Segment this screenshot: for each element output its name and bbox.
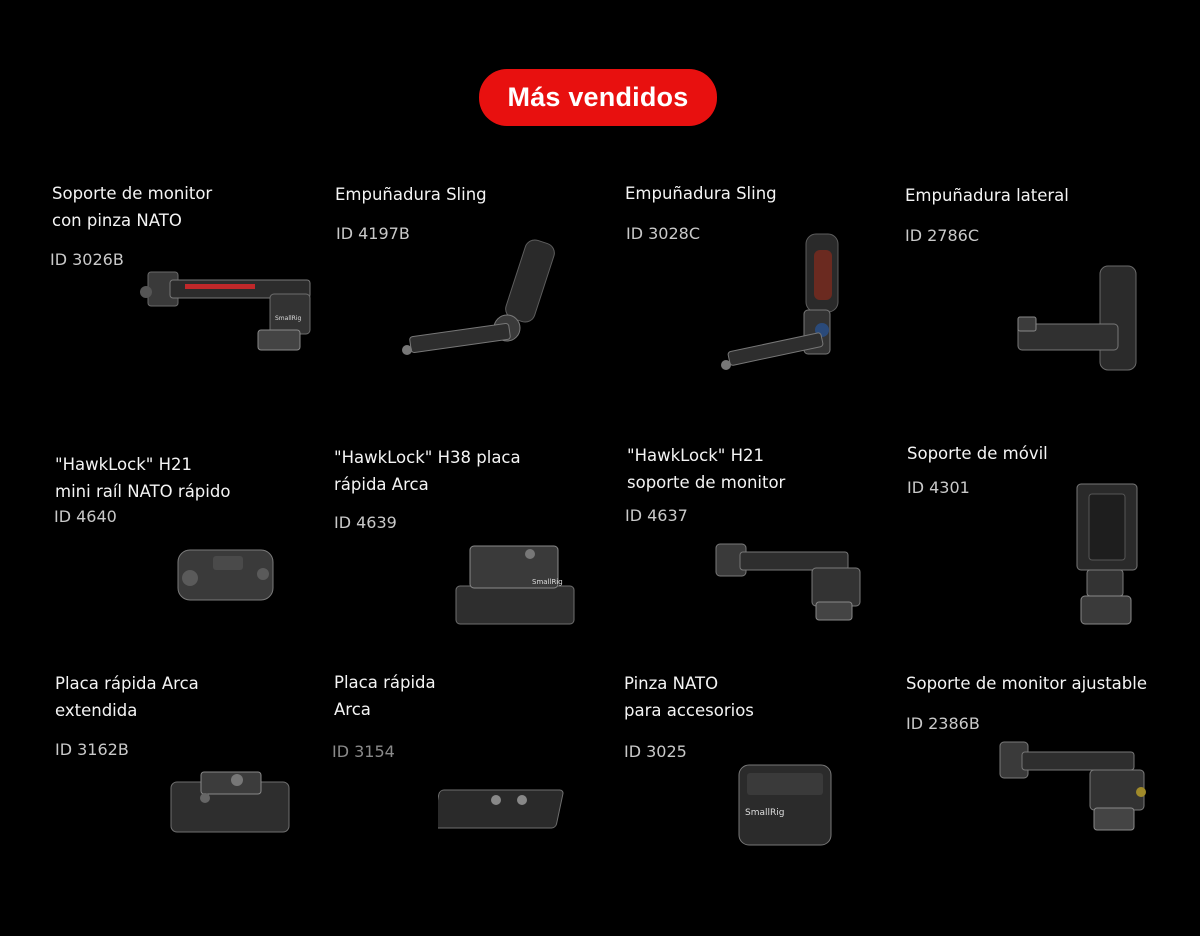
monitor-mount-nato-image[interactable]: SmallRig [140,262,325,357]
hawklock-h38-arca-plate-image[interactable]: SmallRig [450,534,580,632]
product-title: Empuñadura Sling [335,185,487,204]
product-card[interactable]: "HawkLock" H38 placa rápida Arca ID 4639 [0,0,521,532]
product-card[interactable]: "HawkLock" H21 soporte de monitor ID 463… [0,0,785,525]
product-id: ID 2386B [906,714,980,733]
smallrig-logo: SmallRig [532,578,563,586]
product-id: ID 3025 [624,742,687,761]
product-title: Pinza NATO para accesorios [624,674,754,720]
sling-grip-3028c-image[interactable] [718,230,853,378]
product-card[interactable]: Soporte de monitor con pinza NATO ID 302… [0,0,280,269]
product-card[interactable]: Pinza NATO para accesorios ID 3025 [0,0,754,761]
product-id: ID 4639 [334,513,397,532]
product-title: Soporte de monitor ajustable [906,674,1147,693]
best-sellers-badge: Más vendidos [479,69,717,126]
product-card[interactable]: Soporte de móvil ID 4301 [0,0,1048,497]
product-title: Placa rápida Arca [334,673,436,719]
hawklock-h21-nato-rail-image[interactable] [168,540,283,612]
product-id: ID 4301 [907,478,970,497]
product-card[interactable]: Empuñadura Sling ID 3028C [0,0,777,243]
product-id: ID 4197B [336,224,410,243]
hawklock-h21-monitor-mount-image[interactable] [712,536,872,626]
product-card[interactable]: Soporte de monitor ajustable ID 2386B [0,0,1147,733]
product-id: ID 3028C [626,224,701,243]
product-id: ID 3162B [55,740,129,759]
product-card[interactable]: Placa rápida Arca extendida ID 3162B [0,0,280,759]
product-id: ID 3154 [332,742,395,761]
arca-plate-extended-image[interactable] [165,768,295,843]
product-title: "HawkLock" H21 mini raíl NATO rápido [55,455,231,501]
product-title: Empuñadura Sling [625,184,777,203]
smallrig-logo: SmallRig [745,808,784,818]
smallrig-logo: SmallRig [275,315,302,322]
nato-clamp-image[interactable]: SmallRig [733,755,843,855]
product-title: Placa rápida Arca extendida [55,674,199,720]
sling-grip-4197b-image[interactable] [395,238,560,368]
arca-plate-image[interactable] [438,770,573,838]
side-handle-image[interactable] [1012,262,1147,377]
product-id: ID 4640 [54,507,117,526]
product-id: ID 3026B [50,250,124,269]
phone-holder-image[interactable] [1065,480,1150,630]
product-title: Soporte de móvil [907,444,1048,463]
product-card[interactable]: Empuñadura Sling ID 4197B [0,0,487,243]
product-card[interactable]: Placa rápida Arca ID 3154 [0,0,436,761]
product-id: ID 4637 [625,506,688,525]
product-title: Empuñadura lateral [905,186,1069,205]
product-title: Soporte de monitor con pinza NATO [52,184,213,230]
product-title: "HawkLock" H21 soporte de monitor [627,446,786,492]
adjustable-monitor-mount-image[interactable] [996,738,1154,838]
product-card[interactable]: Empuñadura lateral ID 2786C [0,0,1069,245]
product-id: ID 2786C [905,226,980,245]
product-title: "HawkLock" H38 placa rápida Arca [334,448,521,494]
product-card[interactable]: "HawkLock" H21 mini raíl NATO rápido ID … [0,0,280,526]
